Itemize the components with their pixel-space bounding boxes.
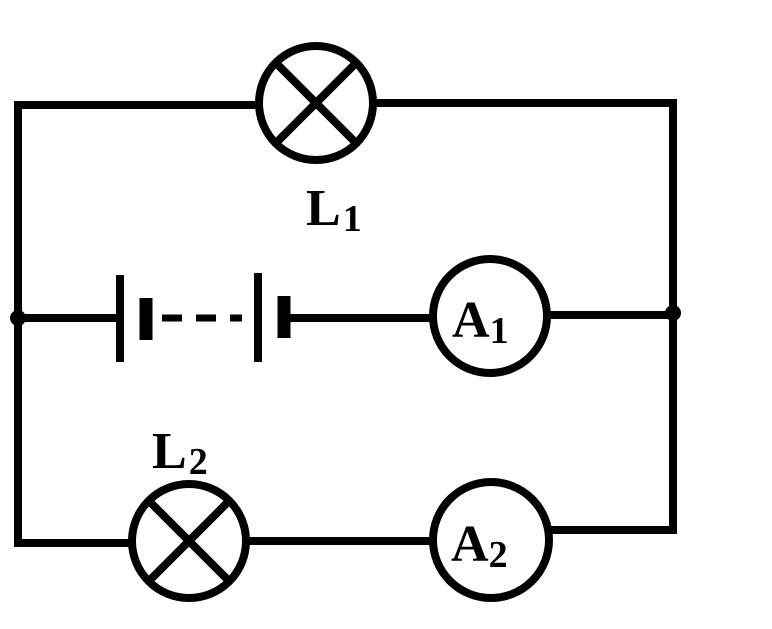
lamp-l2-cross-b bbox=[146, 498, 232, 584]
ammeter-a1-body bbox=[429, 255, 551, 377]
ammeter-a2-body bbox=[429, 478, 553, 602]
ammeter-a2: A2 bbox=[429, 478, 553, 602]
wires bbox=[14, 99, 677, 547]
lamp-l1-label: L1 bbox=[306, 180, 362, 240]
ammeter-a2-subscript: 2 bbox=[489, 534, 508, 576]
ammeter-a1: A1 bbox=[429, 255, 551, 377]
lamp-l1-letter: L bbox=[306, 180, 341, 237]
junction-right bbox=[665, 305, 681, 321]
lamp-l1-cross-b bbox=[273, 60, 359, 146]
lamp-l1-subscript: 1 bbox=[343, 198, 362, 240]
ammeter-a2-label: A2 bbox=[451, 516, 508, 576]
junction-left bbox=[10, 310, 26, 326]
lamp-l2: L2 bbox=[128, 423, 250, 602]
lamp-l2-letter: L bbox=[152, 423, 187, 480]
lamp-l1: L1 bbox=[255, 42, 377, 240]
ammeter-a1-subscript: 1 bbox=[490, 310, 509, 352]
battery bbox=[116, 273, 291, 362]
ammeter-a1-label: A1 bbox=[452, 292, 509, 352]
lamp-l2-subscript: 2 bbox=[189, 441, 208, 483]
ammeter-a2-letter: A bbox=[451, 516, 489, 573]
ammeter-a1-letter: A bbox=[452, 292, 490, 349]
lamp-l2-label: L2 bbox=[152, 423, 208, 483]
